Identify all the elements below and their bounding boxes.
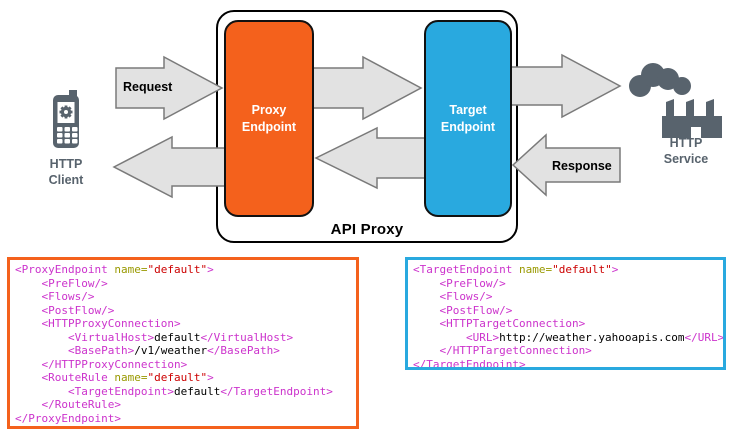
response-arrow [511, 133, 621, 197]
phone-keypad [57, 127, 78, 144]
flow-arrows-svg [53, 53, 722, 199]
code-line: <RouteRule name="default"> [15, 371, 214, 384]
http-client-label: HTTP Client [48, 157, 84, 187]
proxy-endpoint-label: Proxy Endpoint [241, 103, 297, 134]
code-line: <PreFlow/> [413, 276, 506, 290]
proxy-endpoint-code: <ProxyEndpoint name="default"> <PreFlow/… [15, 263, 351, 425]
code-line: <TargetEndpoint name="default"> [413, 263, 619, 276]
code-line: <PostFlow/> [413, 303, 513, 317]
code-line: </RouteRule> [15, 398, 121, 411]
proxy-endpoint-code-block: <ProxyEndpoint name="default"> <PreFlow/… [7, 257, 359, 429]
return-to-client-arrow [112, 135, 229, 199]
request-arrow [115, 55, 224, 121]
code-line: <VirtualHost>default</VirtualHost> [15, 330, 294, 344]
code-line: </TargetEndpoint> [413, 357, 526, 370]
code-line: <PostFlow/> [15, 303, 115, 317]
target-endpoint-label: Target Endpoint [440, 103, 496, 134]
code-line: <Flows/> [413, 290, 493, 303]
response-label: Response [552, 159, 612, 173]
proxy-endpoint-box: Proxy Endpoint [224, 20, 314, 217]
code-line: <ProxyEndpoint name="default"> [15, 263, 214, 276]
proxy-to-target-arrow [309, 55, 423, 121]
factory-cloud-icon [629, 63, 722, 138]
code-line: <HTTPProxyConnection> [15, 317, 181, 330]
target-to-service-arrow [507, 53, 622, 119]
code-line: <PreFlow/> [15, 276, 108, 290]
code-line: <URL>http://weather.yahooapis.com</URL> [413, 330, 725, 344]
gear-icon [59, 105, 73, 119]
api-proxy-label: API Proxy [330, 221, 404, 238]
code-line: <TargetEndpoint>default</TargetEndpoint> [15, 384, 333, 398]
target-endpoint-code-block: <TargetEndpoint name="default"> <PreFlow… [405, 257, 726, 370]
target-endpoint-box: Target Endpoint [424, 20, 512, 217]
target-to-proxy-arrow [314, 126, 429, 190]
http-service-label: HTTP Service [663, 136, 709, 166]
smoke-cloud-icon [629, 63, 691, 97]
code-line: <HTTPTargetConnection> [413, 317, 586, 330]
factory-building-icon [662, 99, 722, 138]
code-line: <Flows/> [15, 290, 95, 303]
target-endpoint-code: <TargetEndpoint name="default"> <PreFlow… [413, 263, 725, 370]
request-label: Request [123, 80, 173, 94]
mobile-phone-icon [53, 90, 79, 148]
code-line: </HTTPProxyConnection> [15, 357, 188, 371]
code-line: <BasePath>/v1/weather</BasePath> [15, 344, 280, 357]
code-line: </ProxyEndpoint> [15, 411, 121, 425]
code-line: </HTTPTargetConnection> [413, 344, 592, 357]
